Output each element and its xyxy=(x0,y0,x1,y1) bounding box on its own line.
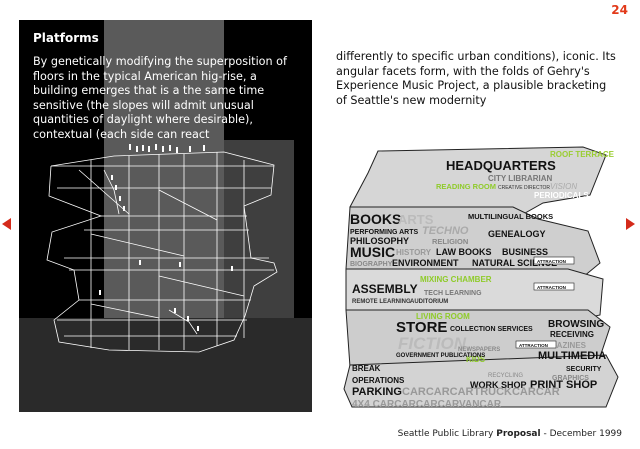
diagram-label-city-librarian: CITY LIBRARIAN xyxy=(488,174,553,183)
attraction-tags: ATTRACTION ATTRACTION ATTRACTION xyxy=(515,256,575,349)
diagram-label-techno: TECHNO xyxy=(422,225,469,237)
program-diagram: ROOF TERRACE READING ROOM MIXING CHAMBER… xyxy=(343,146,619,410)
footer-prefix: Seattle Public Library xyxy=(397,429,494,439)
diagram-label-security: SECURITY xyxy=(566,366,602,373)
attraction-tag-1: ATTRACTION xyxy=(537,259,566,264)
diagram-label-auditorium: AUDITORIUM xyxy=(410,299,448,305)
diagram-label-vans: 4X4 CARCARCARCARVANCAR xyxy=(352,399,502,410)
attraction-tag-2: ATTRACTION xyxy=(537,285,566,290)
diagram-label-receiving: RECEIVING xyxy=(550,330,594,339)
diagram-label-religion: RELIGION xyxy=(432,237,468,246)
diagram-label-break: BREAK xyxy=(352,364,381,373)
footer-suffix: - December 1999 xyxy=(540,429,622,439)
diagram-label-business: BUSINESS xyxy=(502,247,548,257)
diagram-label-browsing: BROWSING xyxy=(548,319,604,330)
footer-bold: Proposal xyxy=(496,429,541,439)
next-page-arrow-icon[interactable] xyxy=(626,218,635,230)
section-drawing xyxy=(19,20,312,412)
diagram-label-tech-learning: TECH LEARNING xyxy=(424,290,482,297)
panel-title: Platforms xyxy=(33,31,99,45)
diagram-label-law-books: LAW BOOKS xyxy=(436,247,492,257)
diagram-label-headquarters: HEADQUARTERS xyxy=(446,158,556,173)
platforms-panel: Platforms By genetically modifying the s… xyxy=(19,20,312,412)
diagram-label-books: BOOKS xyxy=(350,211,401,227)
diagram-label-print-shop: PRINT SHOP xyxy=(530,379,597,391)
diagram-label-vision: VISION xyxy=(550,182,577,191)
diagram-label-collection: COLLECTION SERVICES xyxy=(450,326,533,333)
diagram-label-periodicals: PERIODICALS xyxy=(534,191,589,200)
diagram-label-environment: ENVIRONMENT xyxy=(392,258,459,268)
diagram-label-recycling: RECYCLING xyxy=(488,373,523,379)
diagram-label-assembly: ASSEMBLY xyxy=(352,282,418,296)
diagram-label-cars: CARCARCARTRUCKCARCAR xyxy=(402,386,560,398)
diagram-label-history: HISTORY xyxy=(396,248,432,257)
attraction-tag-3: ATTRACTION xyxy=(519,343,548,348)
diagram-label-remote-learning: REMOTE LEARNING xyxy=(352,299,411,305)
footer: Seattle Public Library Proposal - Decemb… xyxy=(398,429,622,439)
diagram-label-biography: BIOGRAPHY xyxy=(350,261,393,268)
panel-body-text: By genetically modifying the superpositi… xyxy=(33,55,287,141)
diagram-label-magazines: MAGAZINES xyxy=(538,341,587,350)
diagram-label-roof-terrace: ROOF TERRACE xyxy=(550,150,615,159)
diagram-label-natural-science: NATURAL SCIENCE xyxy=(472,258,557,268)
diagram-label-work-shop: WORK SHOP xyxy=(470,380,527,390)
diagram-label-operations: OPERATIONS xyxy=(352,376,405,385)
diagram-label-store: STORE xyxy=(396,319,447,336)
diagram-label-multilingual: MULTILINGUAL BOOKS xyxy=(468,212,553,221)
diagram-label-philosophy: PHILOSOPHY xyxy=(350,236,409,246)
diagram-label-kids: KIDS xyxy=(466,355,486,364)
diagram-label-graphics: GRAPHICS xyxy=(552,375,589,382)
diagram-label-reading-room: READING ROOM xyxy=(436,182,496,191)
diagram-label-newspapers: NEWSPAPERS xyxy=(458,347,500,353)
diagram-label-genealogy: GENEALOGY xyxy=(488,229,546,239)
diagram-label-creative-director: CREATIVE DIRECTOR xyxy=(498,185,550,191)
diagram-label-government: GOVERNMENT PUBLICATIONS xyxy=(396,353,485,359)
previous-page-arrow-icon[interactable] xyxy=(2,218,11,230)
diagram-label-music: MUSIC xyxy=(350,244,395,260)
diagram-label-mixing-chamber: MIXING CHAMBER xyxy=(420,275,492,284)
page-number: 24 xyxy=(611,3,628,17)
diagram-label-fiction: FICTION xyxy=(398,334,467,353)
diagram-label-parking: PARKING xyxy=(352,386,402,398)
continuation-text: differently to specific urban conditions… xyxy=(336,50,616,107)
diagram-label-living-room: LIVING ROOM xyxy=(416,312,470,321)
diagram-label-arts: ARTS xyxy=(398,212,434,227)
diagram-label-multimedia: MULTIMEDIA xyxy=(538,350,606,362)
diagram-label-performing-arts: PERFORMING ARTS xyxy=(350,229,419,236)
